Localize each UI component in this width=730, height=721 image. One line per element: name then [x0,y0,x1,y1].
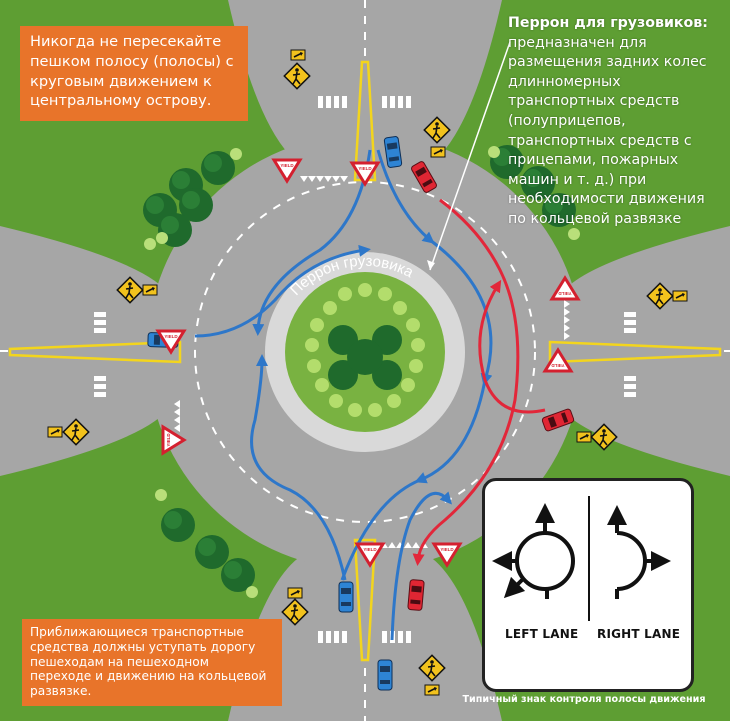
callout-bottom-left: Приближающиеся транспортные средства дол… [22,619,282,706]
lane-sign-caption: Типичный знак контроля полосы движения [462,694,706,705]
apron-note-title: Перрон для грузовиков: [508,15,708,31]
red-paths [412,198,546,566]
crosswalks [94,96,636,643]
lane-sign-arrows [492,496,671,621]
apron-pointer [429,41,511,271]
apron-note-body: предназначен для размещения задних колес… [508,34,707,227]
left-lane-label: LEFT LANE [505,627,579,641]
yield-lines [174,176,570,548]
callout-top-left: Никогда не пересекайте пешком полосу (по… [20,26,248,122]
apron-note: Перрон для грузовиков: предназначен для … [508,14,720,230]
right-lane-label: RIGHT LANE [597,627,681,641]
lane-control-sign: LEFT LANE RIGHT LANE [482,478,694,692]
central-island-trees [328,325,402,390]
